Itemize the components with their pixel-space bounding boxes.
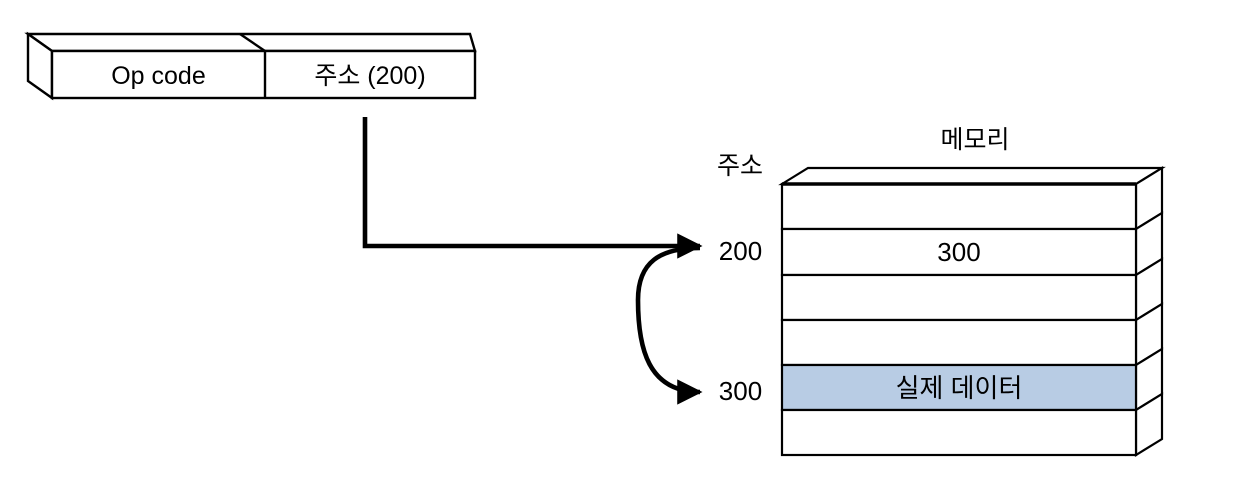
address-label-300: 300 xyxy=(718,376,763,406)
memory-cell-1 xyxy=(780,182,1138,231)
instruction-box-front-face xyxy=(50,49,477,100)
memory-cell-6 xyxy=(780,408,1138,457)
memory-cell-5-value: 실제 데이터 xyxy=(895,373,1023,403)
memory-cell-4 xyxy=(780,318,1138,367)
indirect-address-curve-connector xyxy=(635,245,703,405)
address-label-200: 200 xyxy=(718,236,763,266)
memory-top-face xyxy=(778,166,1166,186)
memory-title: 메모리 xyxy=(940,126,1010,154)
operand-to-address-connector xyxy=(362,117,703,259)
operand-field-label: 주소 (200) xyxy=(314,62,426,90)
memory-cell-5-highlighted xyxy=(780,363,1138,412)
opcode-field-label: Op code xyxy=(111,62,206,90)
instruction-divider-top-edge xyxy=(239,33,266,52)
memory-cell-3 xyxy=(780,273,1138,322)
instruction-box xyxy=(24,31,477,101)
memory-block xyxy=(778,166,1166,457)
address-column-header: 주소 xyxy=(716,152,763,180)
memory-cell-2-value: 300 xyxy=(937,237,981,267)
